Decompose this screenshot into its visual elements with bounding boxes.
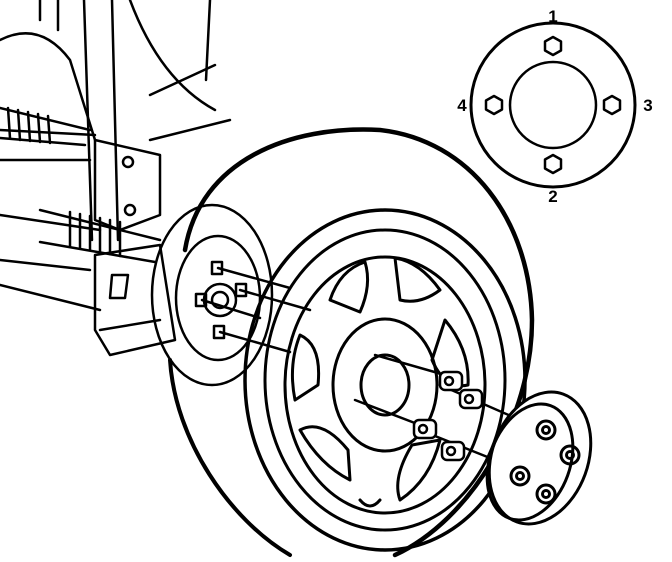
hub-cap (485, 390, 593, 526)
tire (168, 127, 535, 558)
lug-nuts (353, 353, 522, 464)
rim-spokes (290, 256, 470, 508)
nut-1-icon (543, 35, 563, 57)
wheel-rim (283, 255, 487, 515)
hub-studs (194, 260, 312, 354)
nut-2-icon (543, 153, 563, 175)
tightening-sequence-pattern: 1 2 3 4 (457, 7, 652, 206)
nut-3-icon (602, 94, 622, 116)
drive-shaft-lower (38, 208, 162, 264)
brake-disc (150, 203, 274, 387)
brake-caliper (93, 243, 177, 357)
drive-shaft-upper (0, 106, 92, 147)
nut-4-icon (484, 94, 504, 116)
pattern-label-2: 2 (548, 187, 557, 206)
pattern-label-3: 3 (643, 96, 652, 115)
pattern-label-4: 4 (457, 96, 467, 115)
suspension-assembly (0, 0, 232, 312)
pattern-label-1: 1 (548, 7, 557, 26)
